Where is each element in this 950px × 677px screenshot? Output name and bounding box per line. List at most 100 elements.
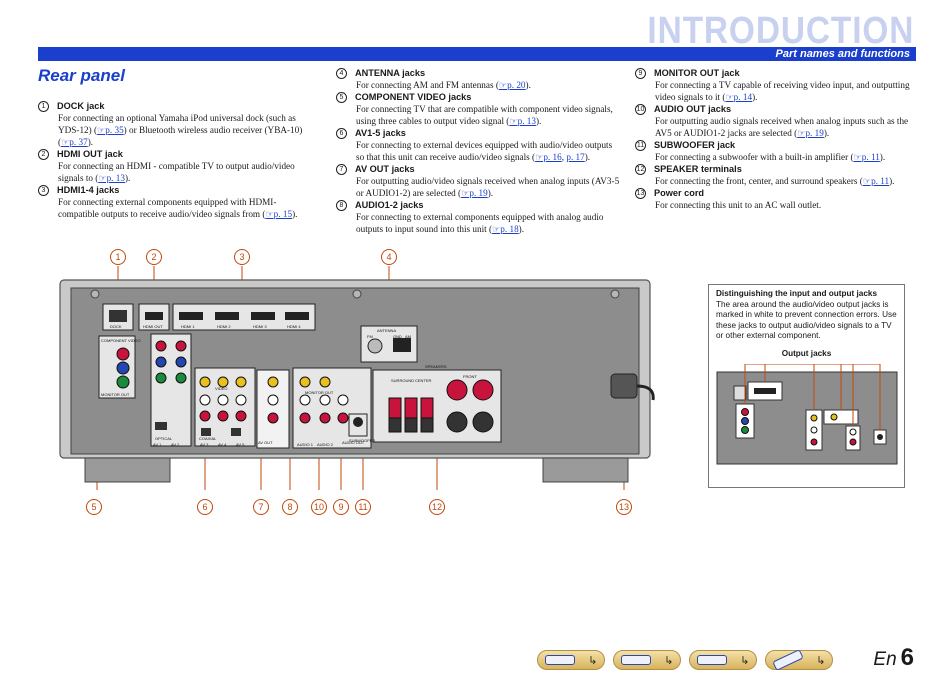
item-title: DOCK jack — [57, 101, 105, 111]
front-panel-icon — [544, 655, 575, 665]
item-desc: For connecting AM and FM antennas ( — [356, 80, 499, 90]
av1-label: AV 1 — [153, 442, 162, 447]
arrow-icon: ↳ — [588, 653, 598, 667]
callout-4: 4 — [381, 249, 397, 265]
av2-label: AV 2 — [171, 442, 180, 447]
item-number: 4 — [336, 67, 347, 79]
note-title: Distinguishing the input and output jack… — [716, 289, 878, 298]
item-desc-2: ). — [823, 128, 830, 138]
item-title: SPEAKER terminals — [654, 164, 742, 174]
nav-button-remote[interactable]: ↳ — [765, 649, 833, 671]
page-ref-link[interactable]: ☞p. 13 — [98, 173, 125, 183]
item-title: AV OUT jacks — [355, 164, 415, 174]
item-power-cord: 13 Power cord For connecting this unit to… — [635, 187, 920, 211]
speakers-label: SPEAKERS — [425, 364, 447, 369]
chapter-title: INTRODUCTION — [647, 10, 914, 52]
hdmi4-label: HDMI 4 — [287, 324, 301, 329]
page-ref-link-2[interactable]: p. 17 — [566, 152, 585, 162]
nav-button-display[interactable]: ↳ — [689, 650, 757, 670]
video-label: VIDEO — [215, 386, 227, 391]
page-ref-link-2[interactable]: ☞p. 37 — [61, 137, 88, 147]
callout-13: 13 — [616, 499, 632, 515]
gnd-label: GND — [393, 334, 402, 339]
output-jacks-illustration — [716, 363, 898, 465]
nav-button-rear-panel[interactable]: ↳ — [613, 650, 681, 670]
page-ref-link[interactable]: ☞p. 16 — [535, 152, 562, 162]
page-number-value: 6 — [900, 644, 914, 671]
dock-label: DOCK — [110, 324, 122, 329]
item-desc: For connecting this unit to an AC wall o… — [655, 200, 822, 210]
note-subtitle: Output jacks — [781, 348, 832, 358]
antenna-label: ANTENNA — [377, 328, 396, 333]
page-ref-link[interactable]: ☞p. 20 — [498, 80, 526, 90]
item-desc-2: ). — [879, 152, 886, 162]
item-number: 2 — [38, 148, 49, 160]
rear-panel-illustration: DOCK HDMI OUT HDMI 1 HDMI 2 HDMI 3 HDMI … — [59, 266, 655, 490]
item-number: 8 — [336, 199, 347, 211]
page-ref-link[interactable]: ☞p. 19 — [797, 128, 824, 138]
item-number: 10 — [635, 103, 646, 115]
surround-label: SURROUND — [391, 378, 414, 383]
note-body: The area around the audio/video output j… — [716, 299, 897, 341]
page-ref-link[interactable]: ☞p. 19 — [461, 188, 488, 198]
am-label: AM — [405, 334, 411, 339]
front-label: FRONT — [463, 374, 477, 379]
center-label: CENTER — [415, 378, 432, 383]
callout-10: 10 — [311, 499, 327, 515]
item-number: 5 — [336, 91, 347, 103]
component-video-label: COMPONENT VIDEO — [101, 338, 141, 343]
page-ref-link[interactable]: ☞p. 13 — [509, 116, 536, 126]
item-desc-3: ). — [87, 137, 94, 147]
item-title: Power cord — [654, 188, 705, 198]
subwoofer-label: SUBWOOFER — [349, 438, 375, 443]
callout-8: 8 — [282, 499, 298, 515]
page-ref-link[interactable]: ☞p. 11 — [862, 176, 890, 186]
language-code: En — [873, 649, 897, 670]
audio-out-label: AUDIO OUT — [342, 440, 365, 445]
monitor-out-label: MONITOR OUT — [305, 390, 334, 395]
page-ref-link[interactable]: ☞p. 18 — [492, 224, 519, 234]
item-number: 12 — [635, 163, 646, 175]
item-desc-2: ). — [292, 209, 298, 219]
hdmi1-label: HDMI 1 — [181, 324, 195, 329]
page-heading: Rear panel — [38, 66, 125, 85]
item-desc-2: ) or Bluetooth wireless audio receiver (… — [58, 125, 303, 147]
item-desc-2: ). — [124, 173, 131, 183]
nav-button-front-panel[interactable]: ↳ — [537, 650, 605, 670]
hdmi2-label: HDMI 2 — [217, 324, 231, 329]
item-desc-2: ). — [752, 92, 758, 102]
page-ref-link[interactable]: ☞p. 14 — [725, 92, 753, 102]
item-desc-2: ). — [487, 188, 494, 198]
item-desc-2: ). — [535, 116, 542, 126]
arrow-icon: ↳ — [664, 653, 674, 667]
page-ref-link[interactable]: ☞p. 11 — [853, 152, 880, 162]
item-title: COMPONENT VIDEO jacks — [355, 92, 472, 102]
audio1-label: AUDIO 1 — [297, 442, 314, 447]
item-desc-3: ). — [584, 152, 591, 162]
optical-label: OPTICAL — [155, 436, 173, 441]
item-desc: For connecting an optional Yamaha iPod u… — [58, 113, 296, 135]
page-ref-link[interactable]: ☞p. 15 — [265, 209, 293, 219]
callout-11: 11 — [355, 499, 371, 515]
item-desc: For connecting to external components eq… — [356, 212, 604, 234]
arrow-icon: ↳ — [740, 653, 750, 667]
page-ref-link[interactable]: ☞p. 35 — [97, 125, 124, 135]
av4-label: AV 4 — [218, 442, 227, 447]
remote-icon — [771, 649, 804, 671]
item-number: 3 — [38, 184, 49, 196]
item-number: 13 — [635, 187, 646, 199]
callout-1: 1 — [110, 249, 126, 265]
item-desc-2: ). — [518, 224, 525, 234]
av5-label: AV 5 — [236, 442, 245, 447]
callout-9: 9 — [333, 499, 349, 515]
